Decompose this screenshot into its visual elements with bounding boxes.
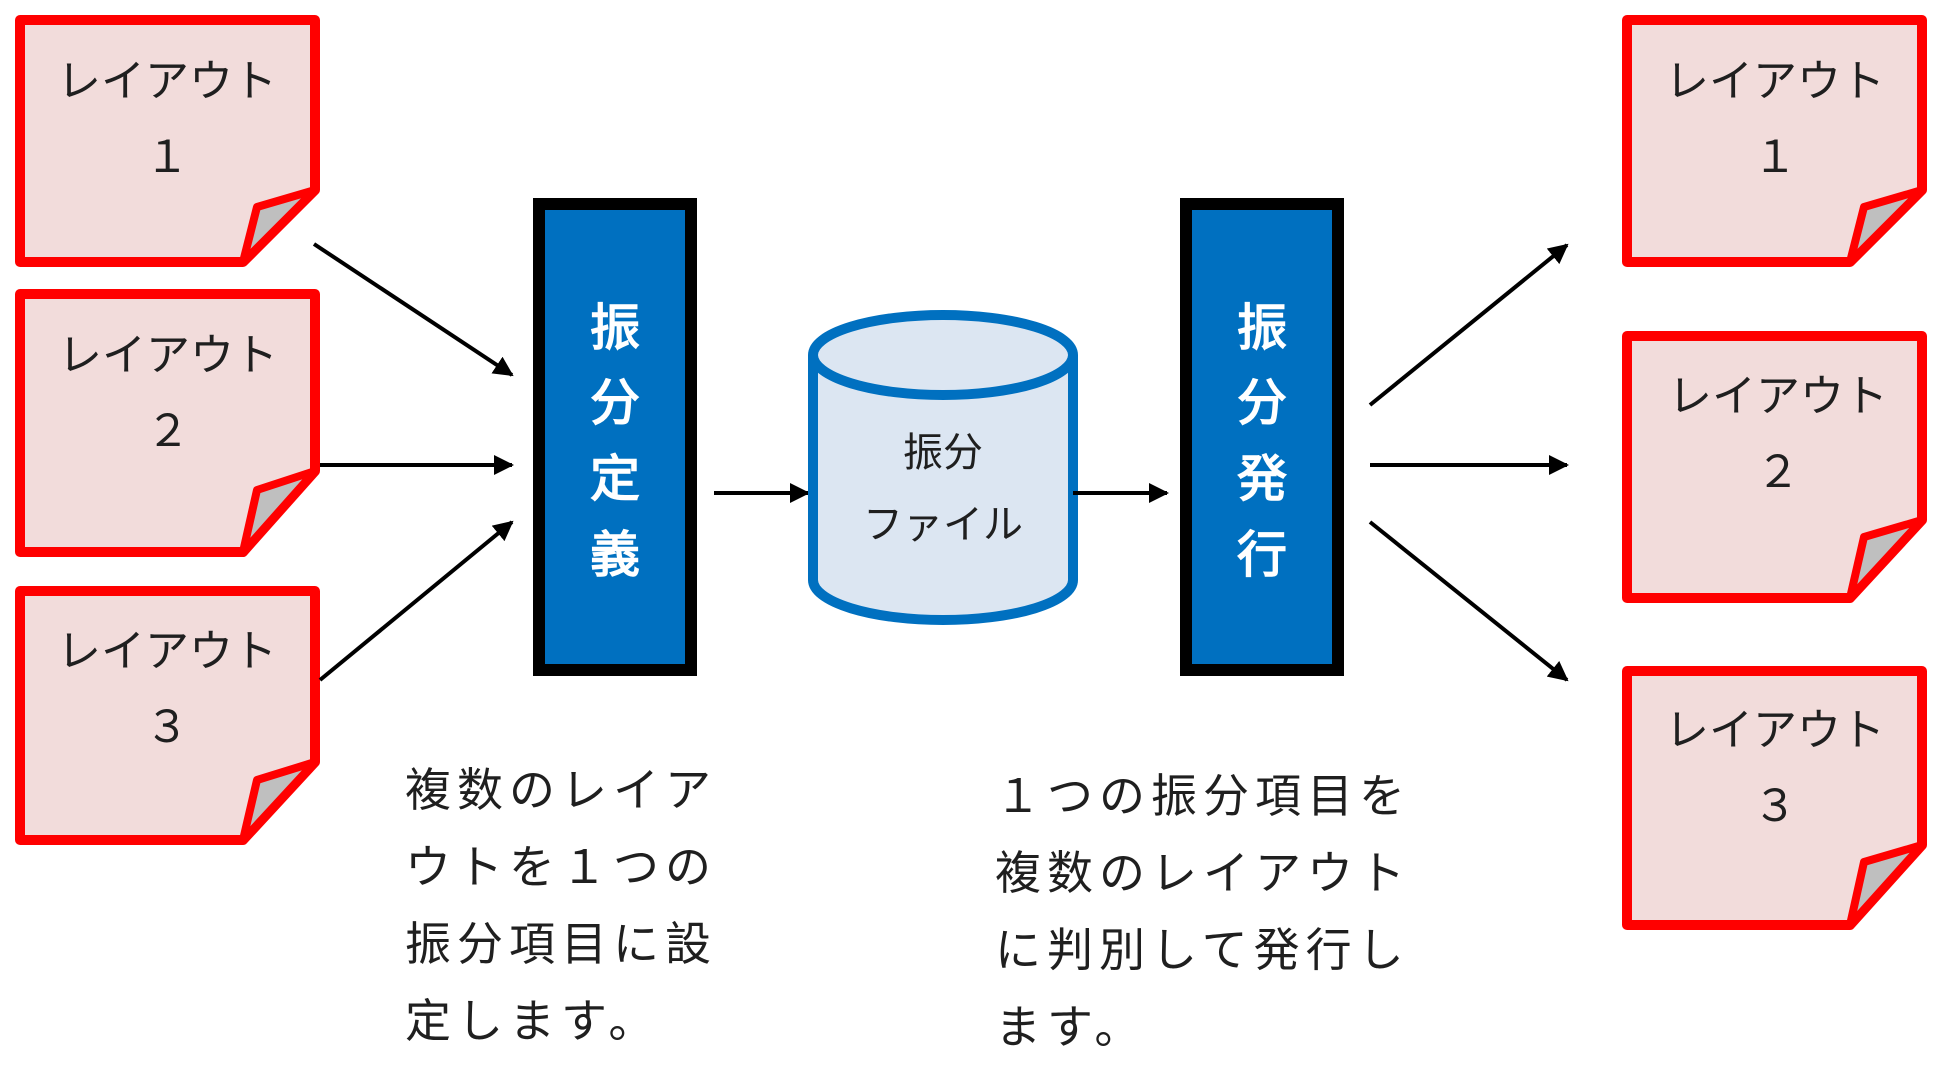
issue-box-char-1: 振 — [1237, 299, 1287, 357]
define-box-char-1: 振 — [590, 299, 640, 357]
issue-box: 振 分 発 行 — [1180, 198, 1344, 676]
issue-description-line-3: に判別して発行し — [995, 923, 1410, 977]
doc-title: レイアウト — [1668, 371, 1888, 422]
define-box-char-4: 義 — [590, 526, 640, 584]
doc-fold-icon — [239, 186, 319, 266]
doc-title: レイアウト — [57, 56, 277, 107]
arrow-issue-to-doc1 — [1368, 243, 1569, 407]
arrow-doc1-to-define — [312, 242, 514, 377]
doc-number: ３ — [145, 702, 189, 753]
define-box: 振 分 定 義 — [533, 198, 697, 676]
cylinder-label-2: ファイル — [863, 502, 1023, 548]
doc-fold-icon — [1846, 516, 1926, 602]
cylinder-body — [808, 355, 1078, 625]
define-description-line-4: 定します。 — [405, 994, 661, 1048]
define-box-char-3: 定 — [590, 450, 640, 508]
doc-fold-icon — [239, 467, 319, 556]
doc-number: １ — [145, 132, 189, 183]
doc-title: レイアウト — [1665, 705, 1885, 756]
issue-description-line-4: ます。 — [995, 1000, 1147, 1054]
doc-fold-icon — [1846, 186, 1926, 266]
issue-box-char-2: 分 — [1237, 374, 1287, 432]
input-doc-1: レイアウト １ — [15, 15, 320, 267]
cylinder-top — [808, 310, 1078, 400]
doc-number: １ — [1753, 132, 1797, 183]
doc-title: レイアウト — [1665, 56, 1885, 107]
output-doc-2: レイアウト ２ — [1622, 331, 1927, 603]
arrow-doc3-to-define — [318, 520, 514, 682]
doc-fold-icon — [1846, 841, 1926, 929]
issue-box-char-4: 行 — [1237, 526, 1287, 584]
file-cylinder: 振分 ファイル — [808, 310, 1078, 625]
issue-description-line-2: 複数のレイアウト — [995, 846, 1411, 900]
input-doc-2: レイアウト ２ — [15, 289, 320, 557]
arrow-issue-to-doc3 — [1368, 520, 1569, 682]
issue-description-line-1: １つの振分項目を — [995, 769, 1411, 823]
input-doc-3: レイアウト ３ — [15, 586, 320, 845]
cylinder-label-1: 振分 — [903, 430, 983, 476]
issue-description: １つの振分項目を 複数のレイアウト に判別して発行し ます。 — [995, 758, 1411, 1066]
doc-fold-icon — [239, 758, 319, 844]
define-description-line-2: ウトを１つの — [405, 840, 717, 894]
define-description: 複数のレイア ウトを１つの 振分項目に設 定します。 — [405, 752, 717, 1060]
doc-title: レイアウト — [57, 626, 277, 677]
issue-box-char-3: 発 — [1237, 450, 1288, 508]
output-doc-1: レイアウト １ — [1622, 15, 1927, 267]
doc-number: ２ — [146, 406, 190, 457]
doc-number: ３ — [1753, 781, 1797, 832]
define-box-char-2: 分 — [590, 374, 640, 432]
doc-number: ２ — [1756, 447, 1800, 498]
doc-title: レイアウト — [58, 330, 278, 381]
define-description-line-1: 複数のレイア — [405, 763, 717, 817]
output-doc-3: レイアウト ３ — [1622, 666, 1927, 930]
define-description-line-3: 振分項目に設 — [405, 917, 717, 971]
